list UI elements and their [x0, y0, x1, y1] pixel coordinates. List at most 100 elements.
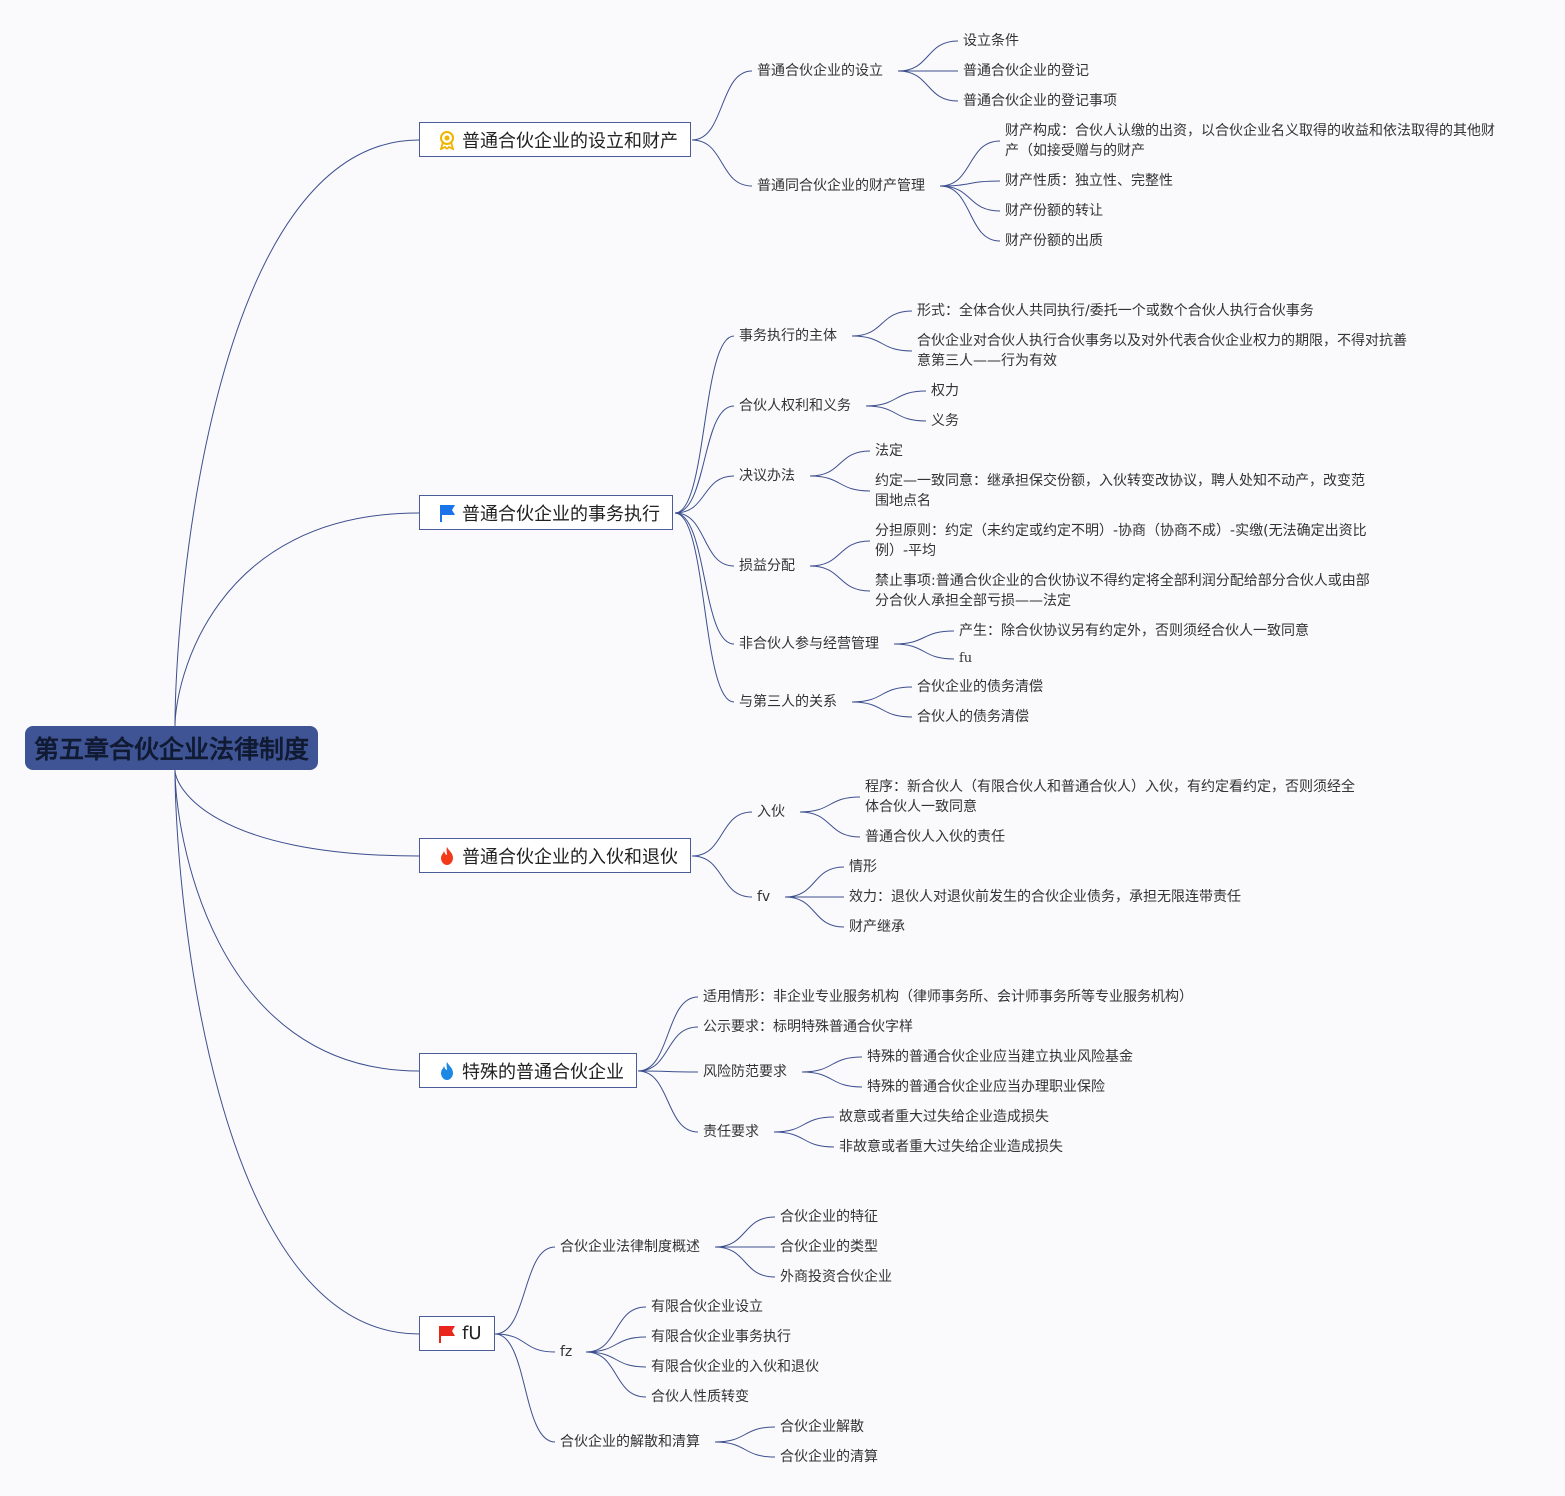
leaf[interactable]: 合伙企业的类型 — [780, 1239, 878, 1255]
subtopic[interactable]: 普通合伙企业的设立 — [757, 63, 883, 79]
leaf[interactable]: 财产继承 — [849, 919, 905, 935]
connector-line — [585, 1351, 647, 1368]
leaf[interactable]: 情形 — [849, 859, 877, 875]
subtopic[interactable]: 合伙人权利和义务 — [739, 398, 851, 414]
connector-line — [773, 1116, 835, 1133]
topic-label: 普通合伙企业的事务执行 — [462, 503, 660, 525]
connector-line — [714, 1426, 776, 1443]
connector-line — [897, 40, 959, 72]
connector-line — [714, 1246, 776, 1278]
connector-line — [809, 540, 871, 567]
subtopic[interactable]: 风险防范要求 — [703, 1064, 787, 1080]
leaf[interactable]: 设立条件 — [963, 33, 1019, 49]
leaf[interactable]: 财产性质：独立性、完整性 — [1005, 173, 1173, 189]
connector-line — [494, 1333, 556, 1353]
leaf[interactable]: 普通合伙企业的登记事项 — [963, 93, 1117, 109]
fire-red-icon — [436, 845, 458, 867]
leaf[interactable]: 合伙企业的清算 — [780, 1449, 878, 1465]
leaf[interactable]: 故意或者重大过失给企业造成损失 — [839, 1109, 1049, 1125]
branch-topic-special-partnership[interactable]: 特殊的普通合伙企业 — [419, 1053, 637, 1088]
subtopic[interactable]: 合伙企业法律制度概述 — [560, 1239, 700, 1255]
leaf[interactable]: 程序：新合伙人（有限合伙人和普通合伙人）入伙，有约定看约定，否则须经全体合伙人一… — [865, 779, 1355, 815]
leaf[interactable]: 普通合伙人入伙的责任 — [865, 829, 1005, 845]
leaf[interactable]: 效力：退伙人对退伙前发生的合伙企业债务，承担无限连带责任 — [849, 889, 1241, 905]
connector-line — [851, 335, 913, 352]
leaf[interactable]: 财产份额的出质 — [1005, 233, 1103, 249]
leaf[interactable]: 普通合伙企业的登记 — [963, 63, 1089, 79]
connector-line — [674, 475, 735, 514]
flag-red-icon — [436, 1323, 458, 1345]
connector-line — [637, 1070, 699, 1133]
subtopic[interactable]: fv — [757, 889, 771, 905]
connector-line — [585, 1306, 647, 1353]
subtopic[interactable]: 普通同合伙企业的财产管理 — [757, 178, 925, 194]
branch-topic-admission-withdrawal[interactable]: 普通合伙企业的入伙和退伙 — [419, 838, 691, 873]
leaf[interactable]: 义务 — [931, 413, 959, 429]
connector-line — [851, 686, 913, 703]
leaf[interactable]: 合伙人性质转变 — [651, 1389, 749, 1405]
leaf[interactable]: 合伙企业的债务清偿 — [917, 679, 1043, 695]
connector-line — [637, 1070, 699, 1073]
connector-line — [637, 996, 699, 1072]
subtopic[interactable]: 决议办法 — [739, 468, 795, 484]
root-topic[interactable]: 第五章合伙企业法律制度 — [25, 726, 318, 770]
leaf[interactable]: 财产构成：合伙人认缴的出资，以合伙企业名义取得的收益和依法取得的其他财产（如接受… — [1005, 123, 1495, 159]
subtopic[interactable]: 损益分配 — [739, 558, 795, 574]
leaf[interactable]: 特殊的普通合伙企业应当办理职业保险 — [867, 1079, 1105, 1095]
connector-line — [674, 512, 735, 703]
leaf[interactable]: 特殊的普通合伙企业应当建立执业风险基金 — [867, 1049, 1133, 1065]
flag-blue-icon — [436, 502, 458, 524]
subtopic[interactable]: 适用情形：非企业专业服务机构（律师事务所、会计师事务所等专业服务机构） — [703, 989, 1193, 1005]
leaf[interactable]: 有限合伙企业的入伙和退伙 — [651, 1359, 819, 1375]
connector-line — [637, 1026, 699, 1072]
leaf[interactable]: 禁止事项:普通合伙企业的合伙协议不得约定将全部利润分配给部分合伙人或由部分合伙人… — [875, 573, 1370, 609]
subtopic[interactable]: 事务执行的主体 — [739, 328, 837, 344]
connector-line — [674, 405, 735, 514]
branch-topic-establishment-property[interactable]: 普通合伙企业的设立和财产 — [419, 122, 691, 157]
connector-line — [893, 643, 955, 660]
leaf[interactable]: 分担原则：约定（未约定或约定不明）-协商（协商不成）-实缴(无法确定出资比例）-… — [875, 523, 1367, 559]
connector-line — [494, 1246, 556, 1335]
connector-line — [494, 1333, 556, 1443]
subtopic[interactable]: 与第三人的关系 — [739, 694, 837, 710]
leaf[interactable]: 形式：全体合伙人共同执行/委托一个或数个合伙人执行合伙事务 — [917, 303, 1314, 319]
leaf[interactable]: 非故意或者重大过失给企业造成损失 — [839, 1139, 1063, 1155]
connector-line — [174, 769, 420, 1072]
connector-line — [691, 139, 753, 187]
leaf[interactable]: 法定 — [875, 443, 903, 459]
award-icon — [436, 129, 458, 151]
leaf[interactable]: 产生：除合伙协议另有约定外，否则须经合伙人一致同意 — [959, 623, 1309, 639]
leaf[interactable]: 约定—一致同意：继承担保交份额，入伙转变改协议，聘人处知不动产，改变范围地点名 — [875, 473, 1365, 509]
connector-line — [674, 512, 735, 567]
leaf[interactable]: 合伙企业解散 — [780, 1419, 864, 1435]
branch-topic-fu[interactable]: fU — [419, 1316, 495, 1351]
leaf[interactable]: 有限合伙企业设立 — [651, 1299, 763, 1315]
connector-line — [939, 185, 1001, 242]
connector-line — [897, 70, 959, 102]
leaf[interactable]: fu — [959, 651, 973, 666]
connector-line — [809, 565, 871, 592]
connector-line — [585, 1336, 647, 1353]
branch-topic-affairs-execution[interactable]: 普通合伙企业的事务执行 — [419, 495, 673, 530]
subtopic[interactable]: fz — [560, 1344, 573, 1360]
topic-label: 普通合伙企业的入伙和退伙 — [462, 846, 678, 868]
leaf[interactable]: 合伙企业的特征 — [780, 1209, 878, 1225]
leaf[interactable]: 合伙企业对合伙人执行合伙事务以及对外代表合伙企业权力的期限，不得对抗善意第三人—… — [917, 333, 1407, 369]
leaf[interactable]: 权力 — [931, 383, 959, 399]
subtopic[interactable]: 非合伙人参与经营管理 — [739, 636, 879, 652]
connector-line — [174, 769, 420, 857]
subtopic[interactable]: 入伙 — [757, 804, 785, 820]
subtopic[interactable]: 责任要求 — [703, 1124, 759, 1140]
subtopic[interactable]: 合伙企业的解散和清算 — [560, 1434, 700, 1450]
connector-line — [851, 701, 913, 718]
leaf[interactable]: 外商投资合伙企业 — [780, 1269, 892, 1285]
topic-label: 特殊的普通合伙企业 — [462, 1061, 624, 1083]
connector-line — [939, 180, 1001, 187]
leaf[interactable]: 有限合伙企业事务执行 — [651, 1329, 791, 1345]
connector-line — [174, 769, 420, 1335]
leaf[interactable]: 合伙人的债务清偿 — [917, 709, 1029, 725]
subtopic[interactable]: 公示要求：标明特殊普通合伙字样 — [703, 1019, 913, 1035]
leaf[interactable]: 财产份额的转让 — [1005, 203, 1103, 219]
